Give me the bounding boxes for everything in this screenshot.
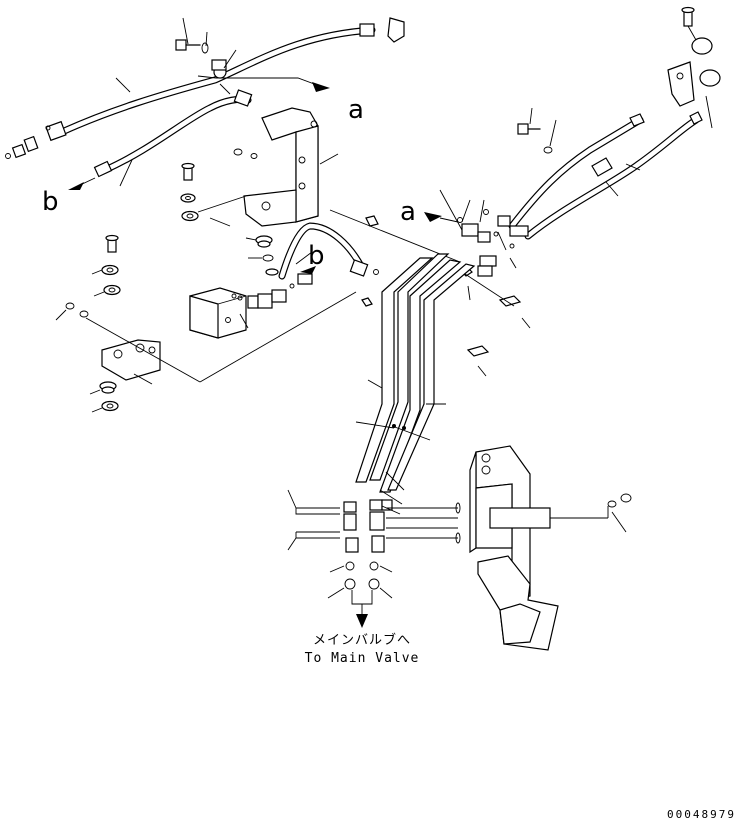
valve-block [189, 287, 249, 339]
leader-bracket-to-tubes [85, 317, 201, 383]
bracket-alignment-lines [386, 502, 461, 544]
bolt-washer-stack-left [55, 234, 121, 321]
mounting-bracket-right [469, 445, 608, 651]
callout-label-b: b [42, 187, 59, 217]
hose-clamps-right [591, 111, 703, 177]
leader-lines-right [461, 163, 641, 377]
hose-upper-right [508, 116, 700, 240]
destination-label-jp: メインバルブへ [313, 632, 411, 648]
callout-label-a-mid: a [400, 197, 416, 227]
bolt-washer-far-right [607, 493, 632, 533]
leader-clip-right [461, 271, 515, 307]
steel-tube-bundle [355, 253, 476, 493]
leader-lines-top-left [115, 17, 237, 187]
hose-center-loop [278, 222, 379, 280]
mounting-bracket-left [101, 339, 161, 385]
bolt-washer-right [517, 107, 557, 154]
callout-b-left: b [42, 177, 96, 217]
bolt-washer-stack-center [180, 148, 258, 227]
bracket-top-right [667, 6, 721, 129]
leader-lines-tubes [379, 471, 405, 515]
nut-stack-left-bottom [89, 381, 119, 413]
mounting-bracket-upper [243, 107, 339, 227]
bottom-orings [327, 561, 393, 599]
nut-stack-under-bracket [245, 235, 313, 276]
arrow-to-main-valve [351, 590, 373, 628]
callout-a-top: a [216, 77, 364, 125]
callout-label-b-mid: b [308, 241, 325, 271]
callout-a-mid: a [400, 189, 463, 231]
hose-upper-left [58, 26, 376, 174]
fitting-chain-left [231, 273, 313, 309]
drawing-number: 00048979 [667, 808, 736, 821]
bottom-fittings [343, 499, 393, 553]
leader-clip-upper [329, 209, 461, 263]
tube-clips [361, 215, 522, 357]
destination-label-en: To Main Valve [305, 651, 420, 666]
manifold-fittings [457, 209, 529, 277]
callout-label-a: a [348, 95, 364, 125]
bolt-top-left [175, 39, 209, 54]
hose-fittings-left [5, 17, 405, 178]
callout-b-mid: b [300, 241, 325, 274]
u-bolts [287, 489, 340, 551]
leader-bracket-line [199, 291, 357, 383]
